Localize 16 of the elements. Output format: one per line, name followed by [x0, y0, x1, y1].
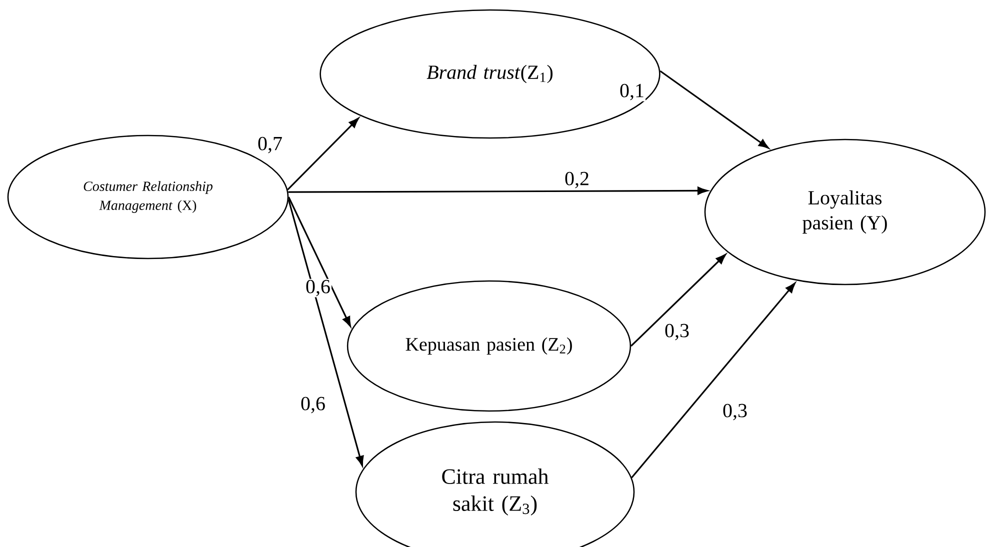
- arrow: [288, 196, 351, 327]
- edge-label: 0,3: [665, 324, 689, 340]
- ellipse-node: Loyalitas pasien (Y): [704, 138, 986, 286]
- edge-label: 0,2: [565, 172, 588, 188]
- arrow: [660, 70, 769, 149]
- edge-label: 0,6: [306, 280, 330, 296]
- arrow: [630, 254, 726, 347]
- arrow: [288, 186, 708, 195]
- arrow: [288, 199, 364, 466]
- arrow: [631, 282, 796, 478]
- edge-label: 0,1: [620, 84, 644, 100]
- edge-label: 0,7: [258, 136, 282, 154]
- edge-label: 0,3: [723, 404, 747, 420]
- ellipse-node: Kepuasan pasien (Z$_{2}$): [346, 280, 632, 412]
- arrow: [287, 118, 359, 190]
- edge-label: 0,6: [301, 396, 325, 414]
